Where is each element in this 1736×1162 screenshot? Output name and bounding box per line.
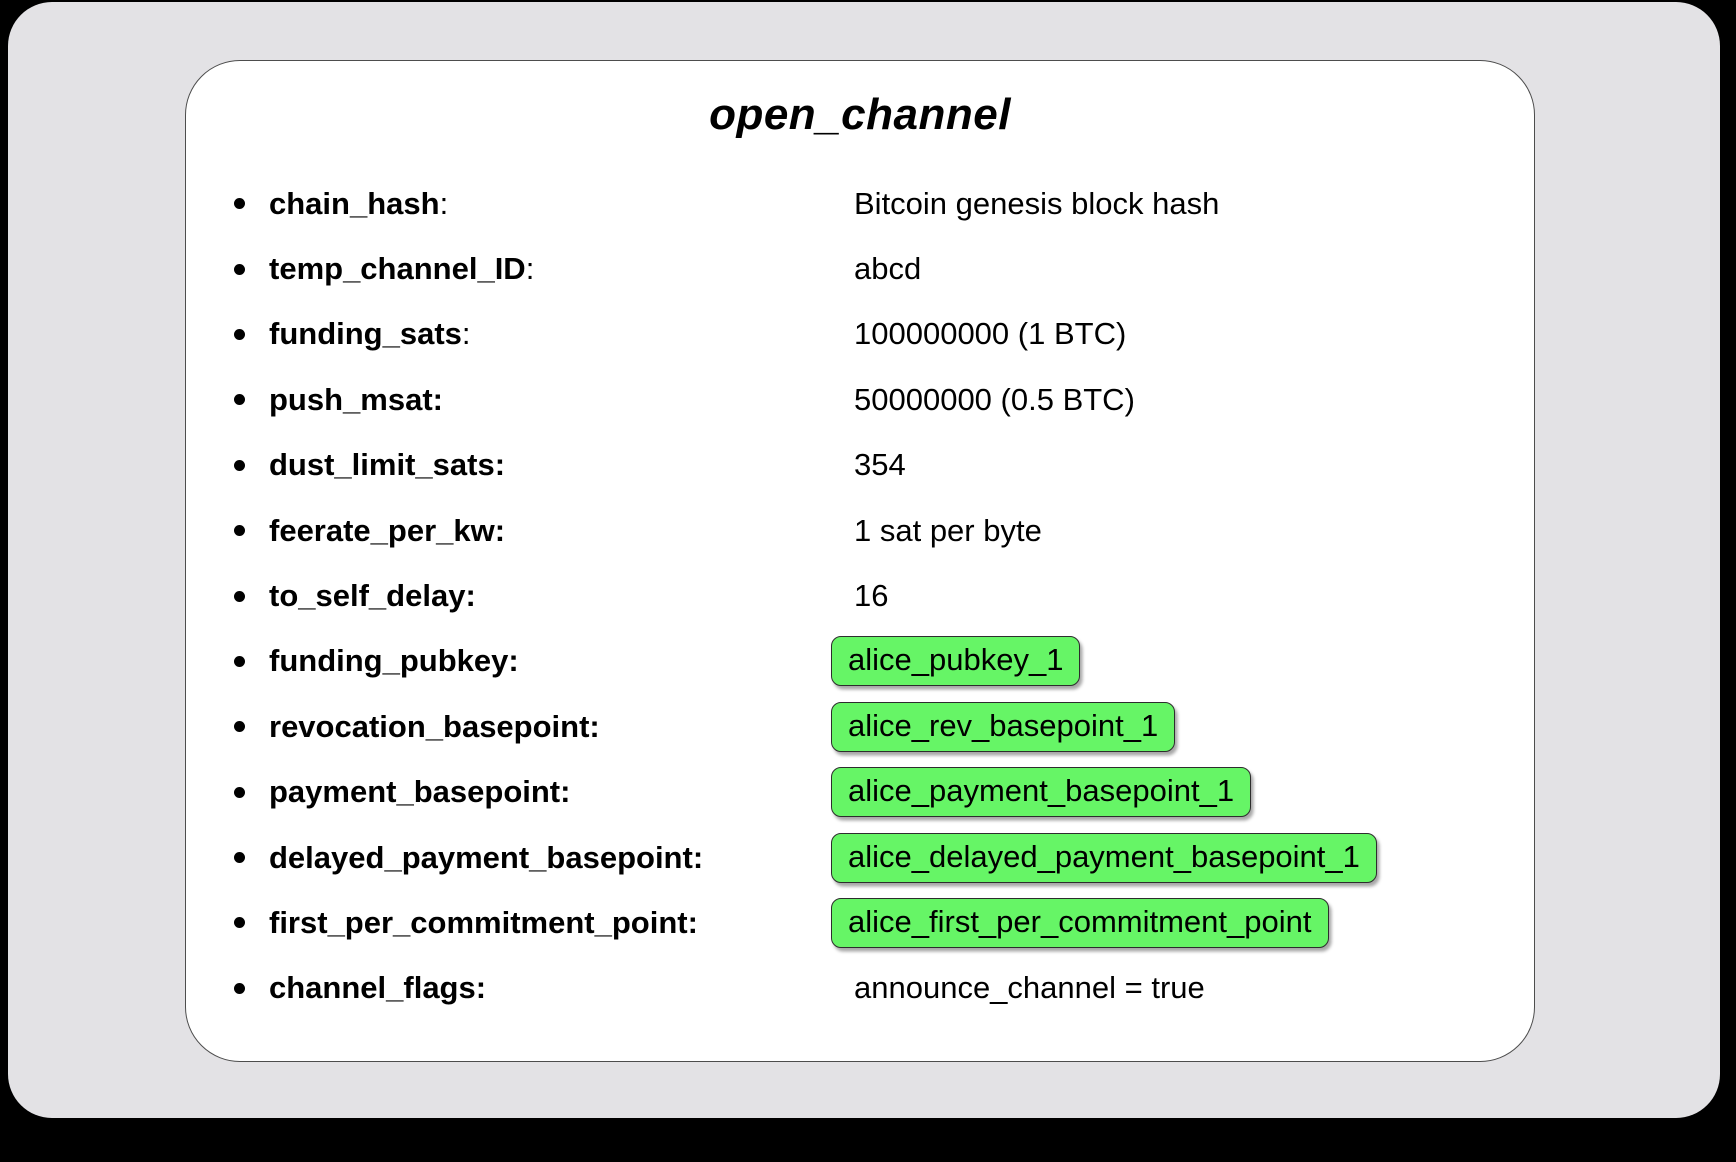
field-name-text: funding_sats <box>269 316 462 352</box>
field-colon: : <box>461 316 471 352</box>
field-colon: : <box>560 774 571 810</box>
field-label: funding_sats: <box>269 316 831 352</box>
field-name-text: feerate_per_kw <box>269 512 495 548</box>
field-colon: : <box>494 512 506 548</box>
field-row-first_per_commitment_point: first_per_commitment_point:alice_first_p… <box>186 890 1534 955</box>
field-value-badge: alice_delayed_payment_basepoint_1 <box>831 832 1377 883</box>
slide-background: open_channel chain_hash: Bitcoin genesis … <box>8 2 1720 1118</box>
field-row-funding_pubkey: funding_pubkey:alice_pubkey_1 <box>186 629 1534 694</box>
field-label: delayed_payment_basepoint: <box>269 840 831 876</box>
field-colon: : <box>589 708 600 744</box>
field-name-text: payment_basepoint <box>269 774 561 810</box>
field-label: temp_channel_ID: <box>269 251 831 287</box>
field-name-text: first_per_commitment_point <box>269 904 688 940</box>
field-value-badge: alice_rev_basepoint_1 <box>831 701 1176 752</box>
field-value: Bitcoin genesis block hash <box>854 185 1220 221</box>
field-value: 50000000 (0.5 BTC) <box>854 381 1135 417</box>
field-name-text: chain_hash <box>269 185 440 221</box>
field-row-chain_hash: chain_hash: Bitcoin genesis block hash <box>186 171 1534 236</box>
field-colon: : <box>525 251 535 287</box>
field-row-delayed_payment_basepoint: delayed_payment_basepoint:alice_delayed_… <box>186 825 1534 890</box>
field-colon: : <box>494 447 506 483</box>
field-colon: : <box>475 970 487 1006</box>
bullet-icon <box>234 721 269 732</box>
bullet-icon <box>234 591 269 602</box>
field-name-text: push_msat <box>269 381 433 417</box>
field-row-push_msat: push_msat: 50000000 (0.5 BTC) <box>186 367 1534 432</box>
field-label: revocation_basepoint: <box>269 709 831 745</box>
field-name-text: temp_channel_ID <box>269 251 526 287</box>
field-value-badge: alice_pubkey_1 <box>831 636 1081 687</box>
field-name-text: channel_flags <box>269 970 476 1006</box>
field-value-badge: alice_first_per_commitment_point <box>831 897 1329 948</box>
field-value-badge: alice_payment_basepoint_1 <box>831 767 1252 818</box>
field-row-payment_basepoint: payment_basepoint:alice_payment_basepoin… <box>186 760 1534 825</box>
bullet-icon <box>234 917 269 928</box>
field-value: 100000000 (1 BTC) <box>854 316 1127 352</box>
field-name-text: to_self_delay <box>269 578 466 614</box>
fields-list: chain_hash: Bitcoin genesis block hash tem… <box>186 171 1534 1021</box>
field-label: to_self_delay: <box>269 578 831 614</box>
field-label: first_per_commitment_point: <box>269 905 831 941</box>
field-name-text: revocation_basepoint <box>269 708 590 744</box>
open-channel-card: open_channel chain_hash: Bitcoin genesis … <box>185 60 1535 1062</box>
field-value: 1 sat per byte <box>854 512 1042 548</box>
field-label: payment_basepoint: <box>269 774 831 810</box>
bullet-icon <box>234 329 269 340</box>
field-name-text: funding_pubkey <box>269 643 509 679</box>
bullet-icon <box>234 852 269 863</box>
bullet-icon <box>234 394 269 405</box>
field-row-funding_sats: funding_sats: 100000000 (1 BTC) <box>186 302 1534 367</box>
field-label: dust_limit_sats: <box>269 447 831 483</box>
field-row-channel_flags: channel_flags: announce_channel = true <box>186 956 1534 1021</box>
field-value: 16 <box>854 578 889 614</box>
field-label: channel_flags: <box>269 970 831 1006</box>
field-value: announce_channel = true <box>854 970 1205 1006</box>
field-name-text: dust_limit_sats <box>269 447 495 483</box>
field-label: funding_pubkey: <box>269 643 831 679</box>
field-colon: : <box>465 578 476 614</box>
field-label: feerate_per_kw: <box>269 513 831 549</box>
card-title: open_channel <box>709 90 1011 139</box>
field-colon: : <box>687 904 698 940</box>
field-row-revocation_basepoint: revocation_basepoint:alice_rev_basepoint… <box>186 694 1534 759</box>
field-row-temp_channel_ID: temp_channel_ID: abcd <box>186 236 1534 301</box>
field-name-text: delayed_payment_basepoint <box>269 839 693 875</box>
field-label: chain_hash: <box>269 186 831 222</box>
field-colon: : <box>508 643 519 679</box>
field-colon: : <box>692 839 704 875</box>
bullet-icon <box>234 264 269 275</box>
bullet-icon <box>234 983 269 994</box>
bullet-icon <box>234 198 269 209</box>
field-colon: : <box>439 185 449 221</box>
field-label: push_msat: <box>269 382 831 418</box>
bullet-icon <box>234 787 269 798</box>
bullet-icon <box>234 656 269 667</box>
field-row-to_self_delay: to_self_delay: 16 <box>186 563 1534 628</box>
bullet-icon <box>234 460 269 471</box>
field-value: 354 <box>854 447 906 483</box>
field-colon: : <box>432 381 443 417</box>
field-row-feerate_per_kw: feerate_per_kw: 1 sat per byte <box>186 498 1534 563</box>
bullet-icon <box>234 525 269 536</box>
field-value: abcd <box>854 251 922 287</box>
field-row-dust_limit_sats: dust_limit_sats: 354 <box>186 433 1534 498</box>
